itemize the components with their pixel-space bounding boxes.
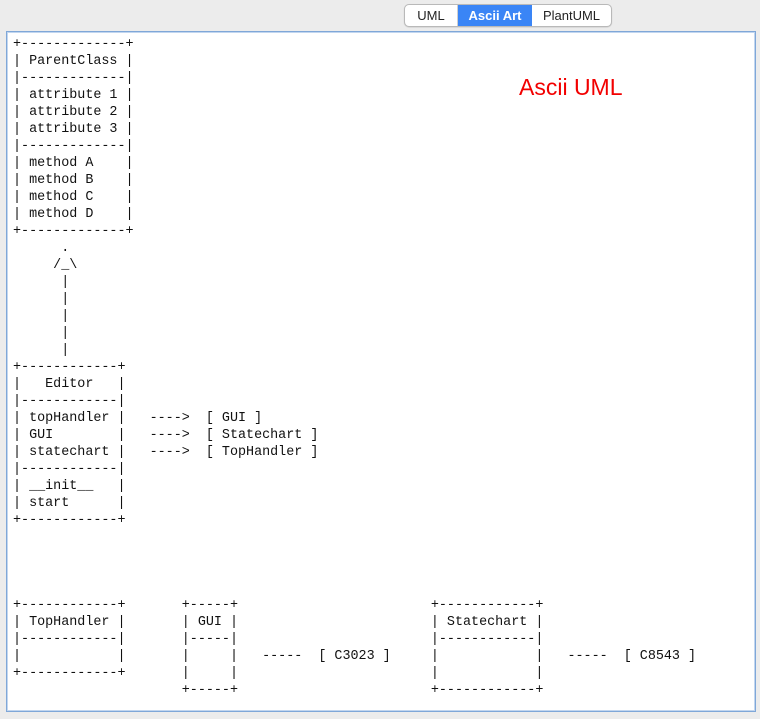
tab-uml[interactable]: UML <box>417 8 445 23</box>
ascii-uml-canvas[interactable]: +-------------+ | ParentClass | |-------… <box>6 31 756 712</box>
tab-plantuml[interactable]: PlantUML <box>542 8 601 23</box>
tab-ascii-art[interactable]: Ascii Art <box>457 5 532 26</box>
view-mode-tabs: UML Ascii Art PlantUML <box>404 4 612 27</box>
ascii-diagram-text: +-------------+ | ParentClass | |-------… <box>13 37 697 698</box>
canvas-heading: Ascii UML <box>519 74 623 100</box>
